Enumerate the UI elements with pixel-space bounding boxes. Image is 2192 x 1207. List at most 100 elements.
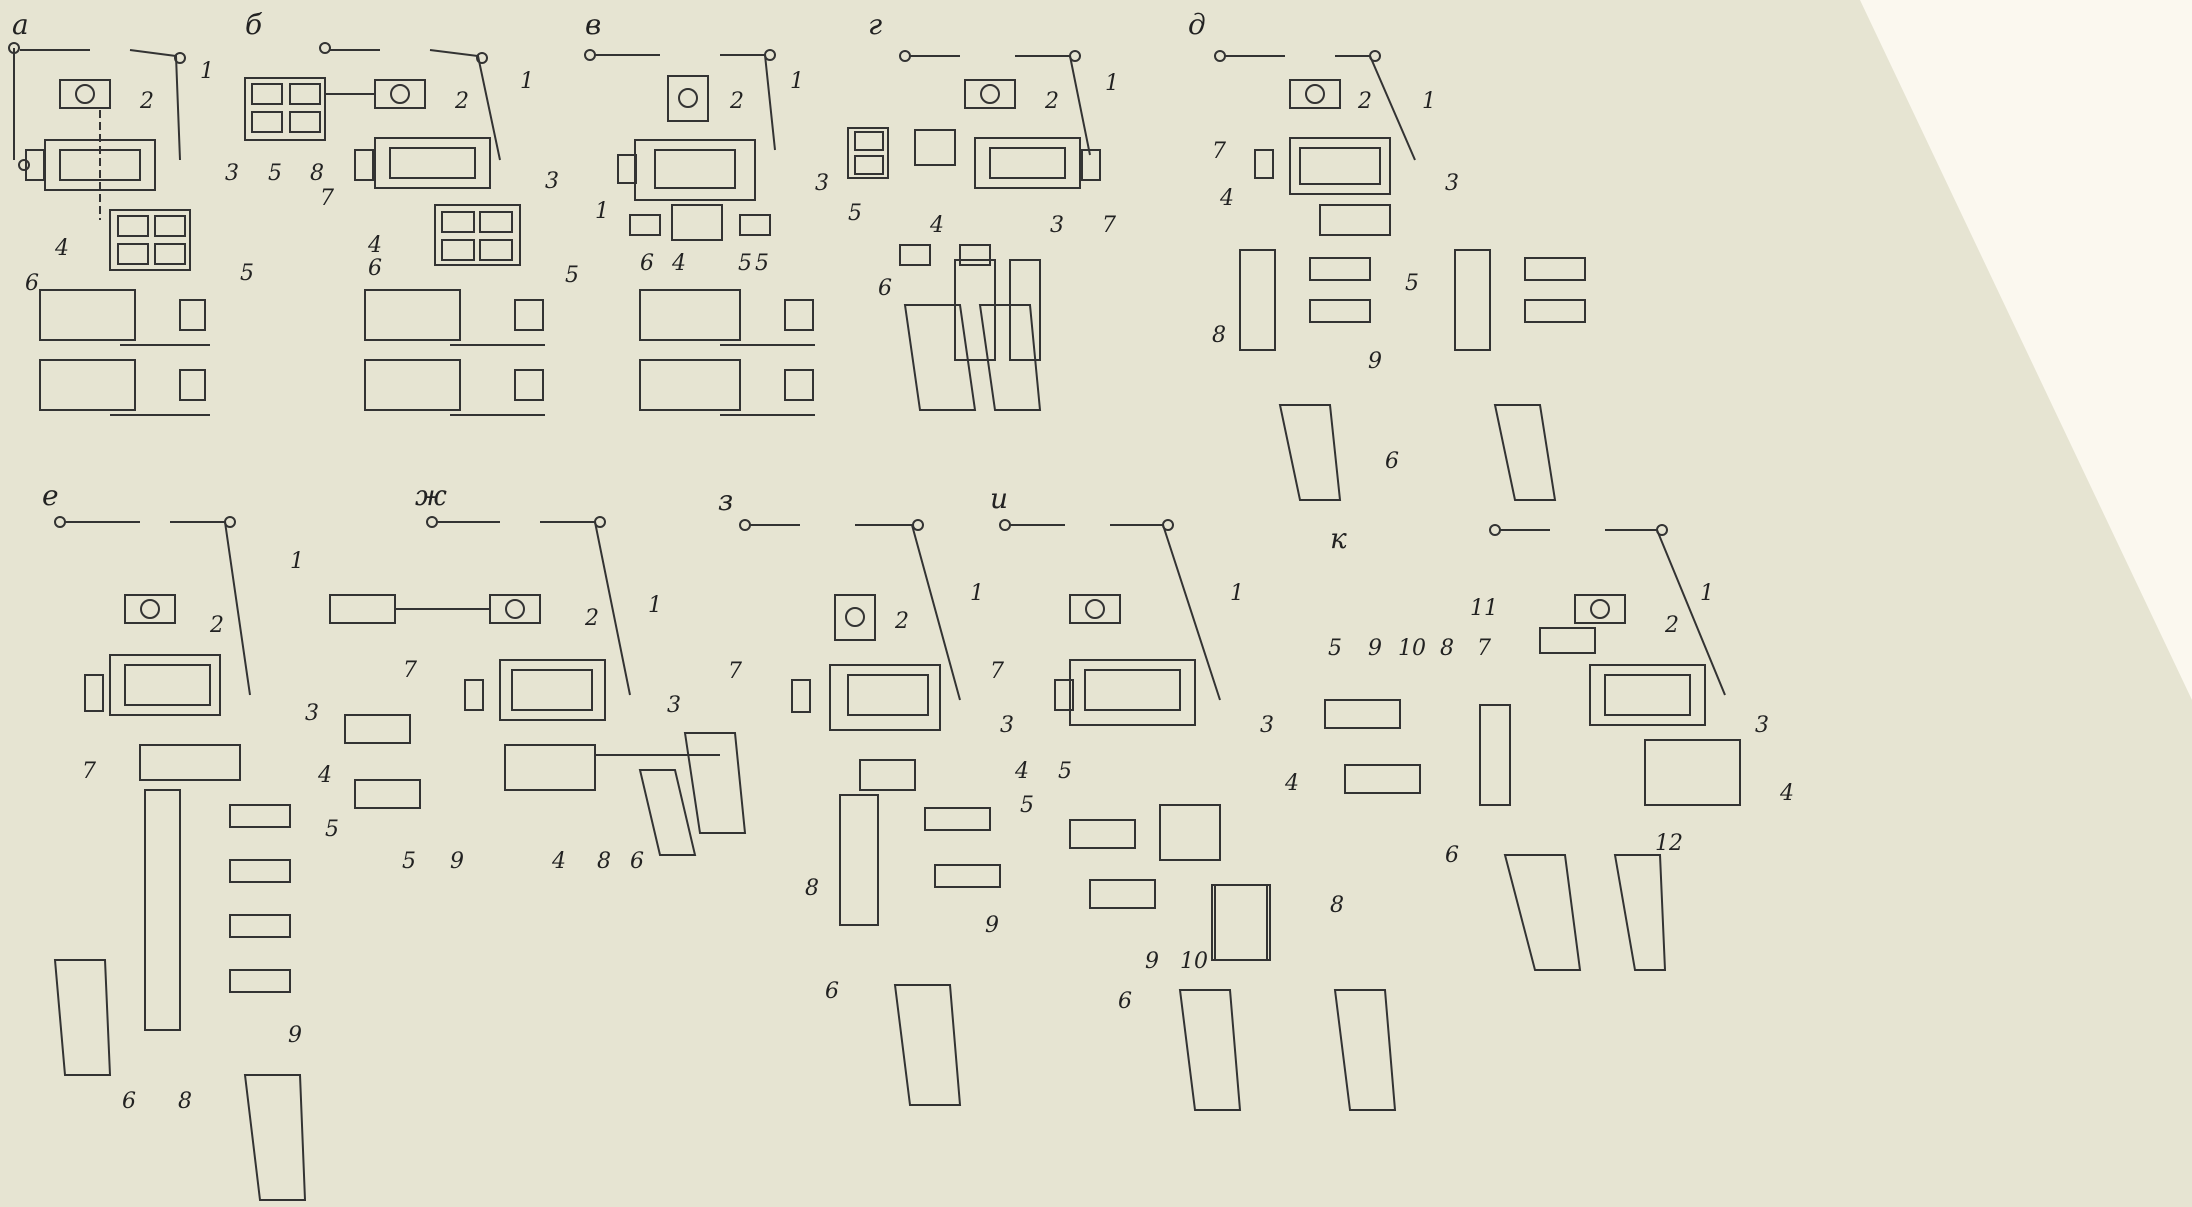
callout-label: 5 bbox=[240, 261, 254, 286]
callout-label: 4 bbox=[1284, 771, 1299, 796]
callout-label: 1 bbox=[595, 199, 609, 224]
callout-label: 6 bbox=[1118, 989, 1132, 1014]
callout-label: 5 bbox=[1020, 793, 1034, 818]
callout-label: 4 bbox=[929, 213, 944, 238]
callout-label: 5 bbox=[1405, 271, 1419, 296]
callout-label: 1 bbox=[790, 69, 804, 94]
callout-label: 6 bbox=[122, 1089, 136, 1114]
callout-label: 2 bbox=[584, 606, 599, 631]
callout-label: 2 bbox=[1664, 613, 1679, 638]
callout-label: 3 bbox=[1445, 171, 1459, 196]
callout-label: 10 bbox=[1398, 636, 1426, 661]
callout-label: 8 bbox=[1212, 323, 1226, 348]
panel-letter: б bbox=[245, 8, 263, 41]
callout-label: 9 bbox=[1368, 349, 1382, 374]
callout-label: 2 bbox=[209, 613, 224, 638]
callout-label: 12 bbox=[1655, 831, 1683, 856]
callout-label: 2 bbox=[894, 609, 909, 634]
callout-label: 9 bbox=[1145, 949, 1159, 974]
callout-label: 1 bbox=[970, 581, 984, 606]
callout-label: 6 bbox=[825, 979, 839, 1004]
panel-letter: в bbox=[585, 8, 601, 41]
callout-label: 3 bbox=[225, 161, 239, 186]
callout-label: 2 bbox=[454, 89, 469, 114]
callout-label: 6 bbox=[878, 276, 892, 301]
panel-g: г 1 2 3 4 5 6 7 bbox=[847, 8, 1119, 411]
panel-z: з 1 2 3 4 5 6 7 8 9 bbox=[718, 484, 1034, 1106]
callout-label: 6 bbox=[25, 271, 39, 296]
panel-a: а 1 2 3 4 5 6 bbox=[8, 8, 254, 416]
panel-zh: ж 1 2 3 4 5 6 7 8 9 bbox=[329, 479, 747, 874]
callout-label: 1 bbox=[1422, 89, 1436, 114]
callout-label: 8 bbox=[1330, 893, 1344, 918]
callout-label: 7 bbox=[990, 659, 1004, 684]
callout-label: 4 bbox=[54, 236, 69, 261]
callout-label: 4 bbox=[367, 233, 382, 258]
callout-label: 9 bbox=[450, 849, 464, 874]
callout-label: 5 bbox=[755, 251, 769, 276]
callout-label: 1 bbox=[1700, 581, 1714, 606]
callout-label: 7 bbox=[82, 759, 96, 784]
callout-label: 5 bbox=[325, 817, 339, 842]
panel-k: к 1 2 3 4 5 6 7 8 9 10 11 12 bbox=[1324, 522, 1794, 971]
callout-label: 3 bbox=[1755, 713, 1769, 738]
callout-label: 3 bbox=[1050, 213, 1064, 238]
panel-d: д 1 2 3 4 5 6 7 8 9 bbox=[1188, 8, 1586, 501]
callout-label: 7 bbox=[728, 659, 742, 684]
callout-label: 4 bbox=[317, 763, 332, 788]
callout-label: 6 bbox=[630, 849, 644, 874]
callout-label: 7 bbox=[1477, 636, 1491, 661]
callout-label: 4 bbox=[1014, 759, 1029, 784]
callout-label: 8 bbox=[805, 876, 819, 901]
callout-label: 10 bbox=[1180, 949, 1208, 974]
panel-letter: г bbox=[868, 8, 882, 41]
callout-label: 1 bbox=[1105, 71, 1119, 96]
callout-label: 1 bbox=[1230, 581, 1244, 606]
callout-label: 8 bbox=[310, 161, 324, 186]
panel-e: е 1 2 3 4 5 6 7 8 9 bbox=[42, 479, 339, 1201]
callout-label: 6 bbox=[640, 251, 654, 276]
panel-letter: и bbox=[990, 482, 1008, 515]
callout-label: 4 bbox=[1219, 186, 1234, 211]
callout-label: 6 bbox=[368, 256, 382, 281]
callout-label: 9 bbox=[288, 1023, 302, 1048]
callout-label: 1 bbox=[648, 593, 662, 618]
callout-label: 6 bbox=[1385, 449, 1399, 474]
callout-label: 2 bbox=[139, 89, 154, 114]
callout-label: 5 bbox=[848, 201, 862, 226]
panel-letter: з bbox=[718, 484, 733, 517]
callout-label: 5 bbox=[565, 263, 579, 288]
callout-label: 8 bbox=[1440, 636, 1454, 661]
callout-label: 4 bbox=[671, 251, 686, 276]
callout-label: 3 bbox=[305, 701, 319, 726]
callout-label: 5 bbox=[1328, 636, 1342, 661]
panel-letter: е bbox=[42, 479, 59, 512]
panel-letter: ж bbox=[415, 479, 447, 512]
callout-label: 2 bbox=[1357, 89, 1372, 114]
callout-label: 9 bbox=[985, 913, 999, 938]
panel-letter: д bbox=[1188, 8, 1206, 41]
callout-label: 3 bbox=[815, 171, 829, 196]
callout-label: 3 bbox=[667, 693, 681, 718]
callout-label: 2 bbox=[729, 89, 744, 114]
callout-label: 3 bbox=[1260, 713, 1274, 738]
callout-label: 3 bbox=[545, 169, 559, 194]
callout-label: 11 bbox=[1470, 596, 1498, 621]
callout-label: 9 bbox=[1368, 636, 1382, 661]
panel-i: и 1 3 4 5 6 7 8 9 10 bbox=[990, 482, 1397, 1111]
callout-label: 2 bbox=[1044, 89, 1059, 114]
callout-label: 5 bbox=[738, 251, 752, 276]
callout-label: 5 bbox=[1058, 759, 1072, 784]
callout-label: 5 bbox=[268, 161, 282, 186]
callout-label: 1 bbox=[520, 69, 534, 94]
callout-label: 3 bbox=[1000, 713, 1014, 738]
callout-label: 7 bbox=[320, 186, 334, 211]
panel-v: в 1 2 3 1 4 5 6 5 bbox=[584, 8, 829, 416]
callout-label: 1 bbox=[200, 59, 214, 84]
callout-label: 4 bbox=[1779, 781, 1794, 806]
callout-label: 5 bbox=[402, 849, 416, 874]
callout-label: 7 bbox=[1102, 213, 1116, 238]
panel-letter: к bbox=[1330, 522, 1347, 555]
